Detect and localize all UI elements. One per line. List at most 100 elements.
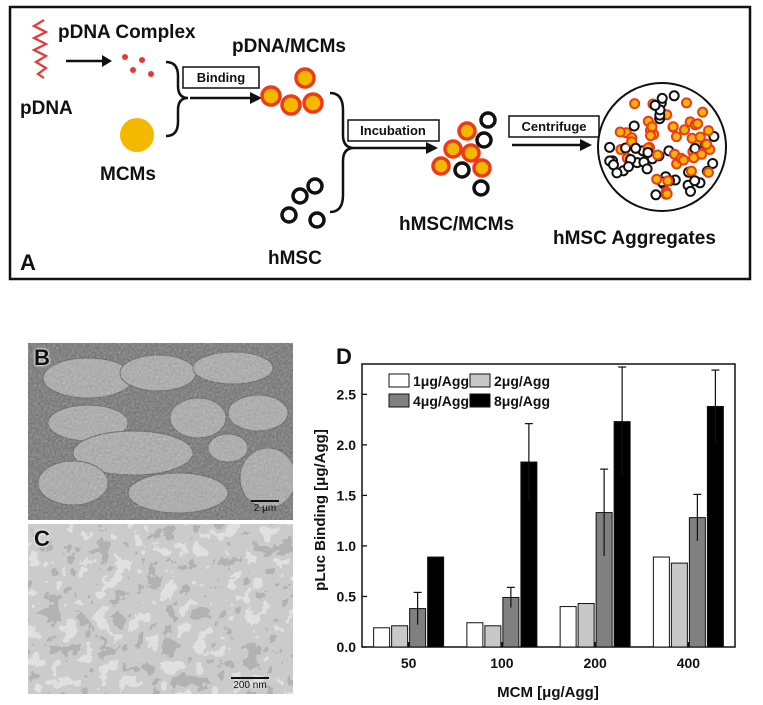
bar: [409, 608, 427, 648]
pdna-complex-dots: [122, 54, 154, 77]
bar: [559, 606, 577, 648]
hmsc-mcm-cluster: [431, 111, 497, 197]
aggregate-mcm: [614, 126, 626, 138]
aggregate-cell: [623, 161, 634, 173]
aggregate-mcm: [692, 118, 704, 130]
aggregate-cell: [707, 158, 719, 169]
scale-bar-c: 200 nm: [231, 677, 269, 691]
legend-swatch: [469, 393, 491, 408]
arrow-head: [250, 92, 262, 104]
bar: [427, 556, 445, 648]
aggregate-mcm: [681, 97, 692, 109]
aggregate-cell: [604, 141, 616, 153]
incubation-label: Incubation: [360, 123, 426, 138]
arrow-head: [580, 139, 592, 151]
bar: [706, 405, 724, 648]
aggregate-mcm: [652, 149, 664, 161]
bar: [373, 627, 391, 648]
y-tick-label: 1.5: [337, 487, 357, 503]
hmsc-mcms-label: hMSC/MCMs: [399, 214, 514, 235]
aggregate-mcm: [645, 130, 656, 142]
binding-label: Binding: [197, 70, 245, 85]
bar: [577, 603, 595, 648]
sem-image-c: C 200 nm: [28, 524, 293, 694]
legend-swatch: [469, 373, 491, 388]
bar: [466, 622, 484, 648]
aggregate-cell: [642, 147, 654, 158]
centrifuge-box: [508, 115, 600, 138]
aggregate-mcm: [662, 175, 674, 187]
panel-label-c: C: [34, 526, 50, 551]
schematic-diagram: pDNA pDNA Complex MCMs Binding pDNA/MCMs…: [8, 5, 752, 281]
x-axis-title: MCM [μg/Agg]: [497, 684, 599, 701]
aggregate-mcm: [629, 98, 641, 110]
hmsc-aggregates-label: hMSC Aggregates: [553, 228, 716, 249]
mcms-label: MCMs: [100, 164, 156, 185]
x-tick-label: 200: [583, 655, 607, 671]
panel-label-a: A: [20, 250, 36, 275]
bar: [670, 562, 688, 648]
hmsc-label: hMSC: [268, 248, 322, 269]
legend-swatch: [388, 393, 410, 408]
x-tick-label: 50: [401, 655, 417, 671]
legend-label: 4μg/Agg: [413, 393, 469, 409]
aggregate-mcm: [701, 138, 713, 150]
aggregate-mcm: [661, 188, 673, 200]
aggregate-mcm: [678, 154, 690, 166]
y-tick-label: 0.0: [337, 639, 357, 655]
aggregate-mcm: [702, 166, 714, 178]
y-tick-label: 0.5: [337, 588, 357, 604]
x-tick-label: 100: [490, 655, 514, 671]
aggregate-mcm: [670, 131, 682, 143]
bar: [613, 421, 631, 648]
y-tick-label: 2.5: [337, 386, 357, 402]
y-axis-title: pLuc Binding [μg/Agg]: [312, 429, 329, 591]
centrifuge-label: Centrifuge: [522, 119, 587, 134]
aggregate-cell: [649, 99, 661, 111]
bar: [520, 461, 538, 648]
hmsc-cells: [280, 177, 326, 229]
x-tick-label: 400: [677, 655, 701, 671]
aggregate-cell: [685, 185, 696, 197]
aggregate-cell: [668, 90, 680, 102]
aggregate-cell: [650, 189, 662, 201]
scale-bar-b: 2 μm: [251, 500, 279, 514]
pdna-mcms-label: pDNA/MCMs: [232, 36, 346, 57]
aggregate-mcm: [696, 148, 708, 160]
aggregate-particles: [604, 90, 720, 201]
aggregate-cell: [689, 175, 701, 187]
aggregate-cell: [620, 142, 632, 154]
aggregate-mcm: [679, 124, 690, 136]
arrow-head: [102, 55, 112, 67]
chart-bars: [373, 366, 724, 648]
bar: [652, 556, 670, 648]
chart-legend: 1μg/Agg 2μg/Agg 4μg/Agg 8μg/Agg: [388, 373, 550, 409]
aggregate-cell: [641, 163, 653, 175]
aggregate-mcm: [697, 106, 709, 118]
binding-box: [182, 66, 260, 89]
panel-label-b: B: [34, 345, 50, 370]
legend-label: 8μg/Agg: [494, 393, 550, 409]
aggregate-mcm: [694, 131, 706, 143]
aggregate-cell: [656, 92, 668, 104]
pdna-strand-icon: [31, 19, 49, 79]
aggregate-cell: [630, 142, 642, 154]
bar: [688, 517, 706, 648]
aggregate-mcm: [646, 121, 658, 133]
mcm-particle: [120, 118, 154, 152]
aggregate-mcm: [667, 121, 679, 133]
bar: [502, 596, 520, 648]
legend-label: 2μg/Agg: [494, 373, 550, 389]
panel-label-d: D: [336, 344, 352, 369]
bar: [391, 625, 409, 648]
arrow-head: [426, 142, 438, 154]
sem-image-b: B 2 μm: [28, 343, 293, 520]
aggregate-cell: [611, 167, 623, 179]
y-tick-label: 1.0: [337, 538, 357, 554]
plot-frame: [361, 363, 736, 648]
pdna-complex-label: pDNA Complex: [58, 22, 196, 43]
incubation-box: [347, 119, 440, 142]
y-tick-label: 2.0: [337, 437, 357, 453]
aggregate-mcm: [685, 165, 697, 177]
legend-label: 1μg/Agg: [413, 373, 469, 389]
